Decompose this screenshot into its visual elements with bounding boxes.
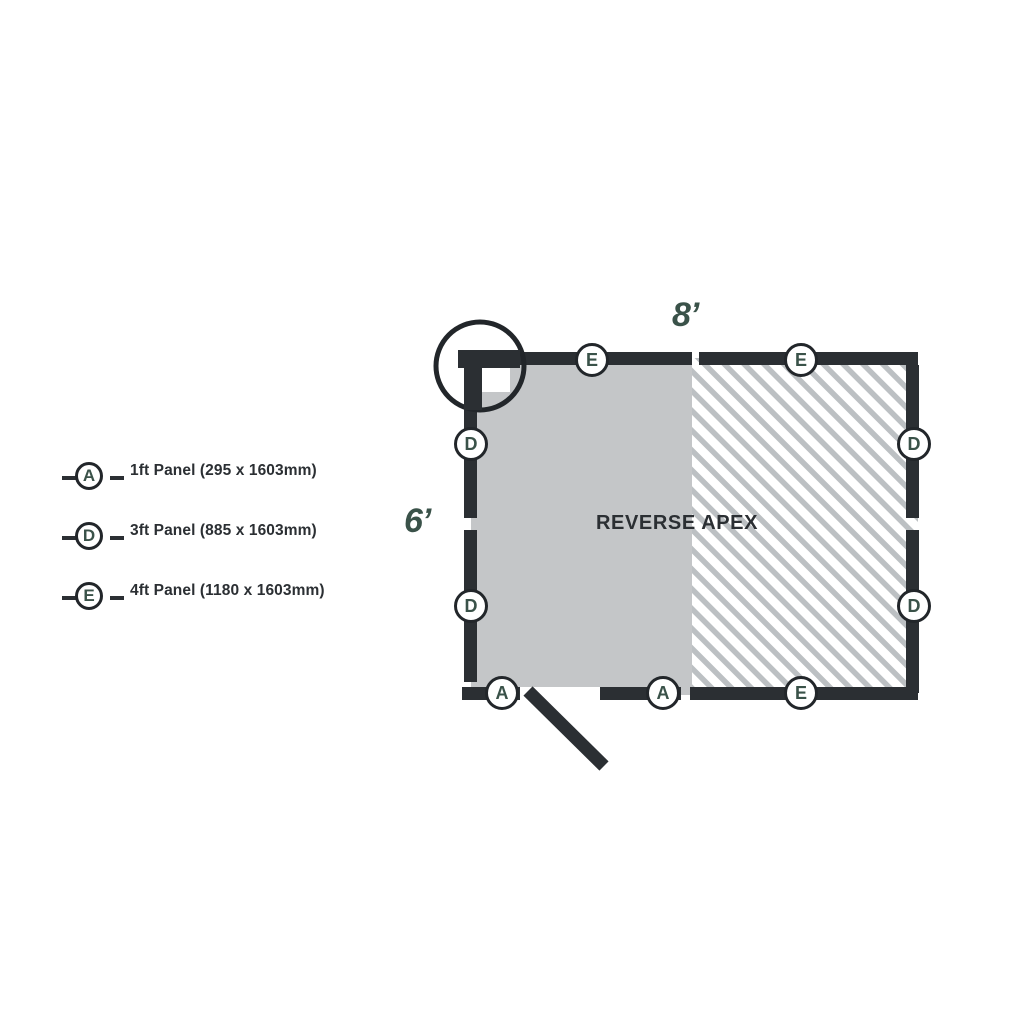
- legend-item-label: 4ft Panel (1180 x 1603mm): [130, 582, 325, 599]
- wall-panel-marker-code: D: [907, 596, 921, 616]
- marker-code: A: [82, 466, 96, 485]
- wall-panel-marker-left-d: D: [454, 589, 488, 623]
- wall-panel-marker-code: E: [794, 350, 807, 370]
- corner-detail-post: [464, 368, 482, 410]
- corner-detail-gap: [482, 368, 510, 392]
- marker-lead-right: [110, 596, 124, 600]
- legend-item-d: D 3ft Panel (885 x 1603mm): [62, 508, 382, 568]
- marker-ring: D: [75, 522, 103, 550]
- wall-panel-marker-code: A: [656, 683, 670, 703]
- wall-panel-marker-top-e: E: [575, 343, 609, 377]
- marker-lead-right: [110, 536, 124, 540]
- wall-panel-marker-code: E: [585, 350, 598, 370]
- marker-ring: E: [75, 582, 103, 610]
- corner-detail-header-bar: [458, 350, 520, 368]
- wall-panel-marker-left-d: D: [454, 427, 488, 461]
- wall-panel-marker-bottom-a: A: [485, 676, 519, 710]
- legend-item-label: 1ft Panel (295 x 1603mm): [130, 462, 317, 479]
- marker-lead-left: [62, 596, 76, 600]
- wall-panel-marker-code: E: [794, 683, 807, 703]
- floor-solid-region: [471, 358, 692, 695]
- wall-panel-marker-top-e: E: [784, 343, 818, 377]
- wall-panel-marker-code: A: [495, 683, 509, 703]
- marker-lead-left: [62, 476, 76, 480]
- marker-code: E: [83, 586, 95, 605]
- wall-top: [462, 352, 918, 365]
- door-swing-leaf: [523, 686, 609, 771]
- wall-panel-marker-bottom-e: E: [784, 676, 818, 710]
- floor-hatched-region: [692, 358, 918, 695]
- wall-panel-marker-code: D: [907, 434, 921, 454]
- marker-lead-right: [110, 476, 124, 480]
- marker-ring: A: [75, 462, 103, 490]
- panel-marker-icon: E: [62, 580, 124, 616]
- dimension-depth-label: 6’: [404, 502, 431, 540]
- legend-item-a: A 1ft Panel (295 x 1603mm): [62, 448, 382, 508]
- panel-marker-icon: D: [62, 520, 124, 556]
- legend-item-label: 3ft Panel (885 x 1603mm): [130, 522, 317, 539]
- door-opening-floor: [520, 660, 600, 687]
- marker-code: D: [82, 526, 96, 545]
- panel-legend: A 1ft Panel (295 x 1603mm) D 3ft Panel (885…: [62, 448, 382, 628]
- wall-panel-marker-code: D: [464, 596, 478, 616]
- wall-panel-marker-code: D: [464, 434, 478, 454]
- wall-panel-marker-right-d: D: [897, 427, 931, 461]
- legend-item-e: E 4ft Panel (1180 x 1603mm): [62, 568, 382, 628]
- wall-panel-marker-bottom-a: A: [646, 676, 680, 710]
- panel-marker-icon: A: [62, 460, 124, 496]
- marker-lead-left: [62, 536, 76, 540]
- dimension-width-label: 8’: [672, 296, 699, 334]
- room-type-label: REVERSE APEX: [596, 512, 759, 534]
- wall-panel-marker-right-d: D: [897, 589, 931, 623]
